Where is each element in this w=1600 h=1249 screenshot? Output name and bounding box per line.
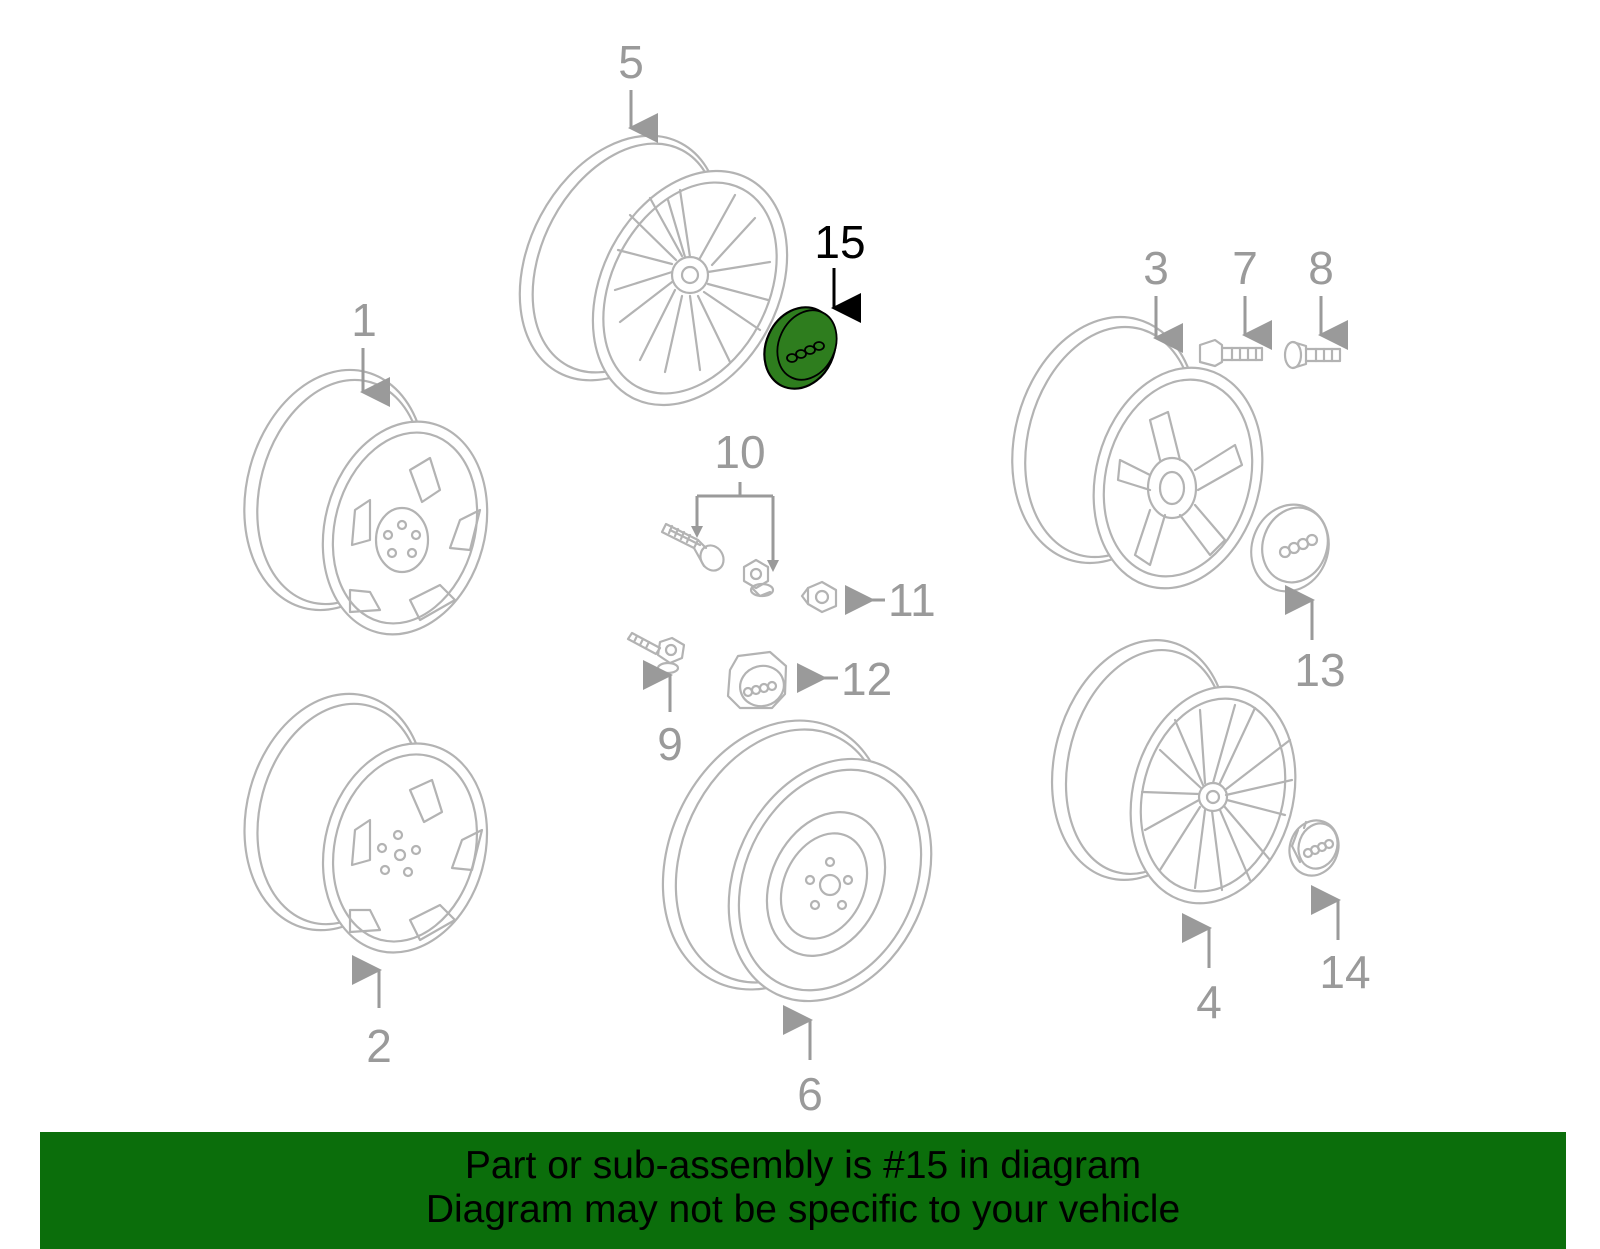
banner-line-part: Part or sub-assembly is #15 in diagram bbox=[464, 1144, 1142, 1187]
center-cap-13[interactable] bbox=[1239, 494, 1341, 603]
wheel-1[interactable] bbox=[218, 349, 510, 653]
callout-12[interactable]: 12 bbox=[841, 653, 892, 705]
center-cap-15[interactable] bbox=[751, 296, 848, 401]
center-cap-12[interactable] bbox=[726, 650, 788, 711]
banner-line-disclaimer: Diagram may not be specific to your vehi… bbox=[425, 1188, 1181, 1231]
callout-1[interactable]: 1 bbox=[351, 294, 377, 346]
callout-8[interactable]: 8 bbox=[1308, 242, 1334, 294]
bolt-9[interactable] bbox=[626, 631, 686, 675]
bolt-7[interactable] bbox=[1198, 338, 1264, 368]
callout-7[interactable]: 7 bbox=[1232, 242, 1258, 294]
wheel-3[interactable] bbox=[986, 296, 1286, 607]
info-banner: Part or sub-assembly is #15 in diagram D… bbox=[40, 1132, 1566, 1249]
wheel-4[interactable] bbox=[1026, 620, 1318, 922]
nut-11[interactable] bbox=[800, 580, 838, 614]
callout-6[interactable]: 6 bbox=[797, 1068, 823, 1120]
callout-leaders bbox=[352, 90, 1348, 1060]
center-cap-14[interactable] bbox=[1282, 813, 1346, 882]
callout-3[interactable]: 3 bbox=[1143, 242, 1169, 294]
callout-13[interactable]: 13 bbox=[1294, 644, 1345, 696]
callout-5[interactable]: 5 bbox=[618, 36, 644, 88]
wheel-5[interactable] bbox=[480, 101, 826, 439]
callout-11[interactable]: 11 bbox=[888, 574, 936, 626]
callout-4[interactable]: 4 bbox=[1196, 976, 1222, 1028]
callout-15[interactable]: 15 bbox=[814, 216, 865, 268]
callout-2[interactable]: 2 bbox=[366, 1020, 392, 1072]
callout-14[interactable]: 14 bbox=[1319, 946, 1370, 998]
bolt-8[interactable] bbox=[1283, 340, 1342, 370]
callout-10[interactable]: 10 bbox=[714, 426, 765, 478]
bolt-10b[interactable] bbox=[742, 558, 775, 598]
wheel-6[interactable] bbox=[621, 684, 970, 1035]
wheel-2[interactable] bbox=[219, 673, 510, 971]
bolt-10a[interactable] bbox=[660, 522, 728, 575]
callout-9[interactable]: 9 bbox=[657, 718, 683, 770]
callout-numbers: 5 15 1 2 6 3 7 8 10 11 12 9 13 4 14 bbox=[351, 36, 1370, 1120]
